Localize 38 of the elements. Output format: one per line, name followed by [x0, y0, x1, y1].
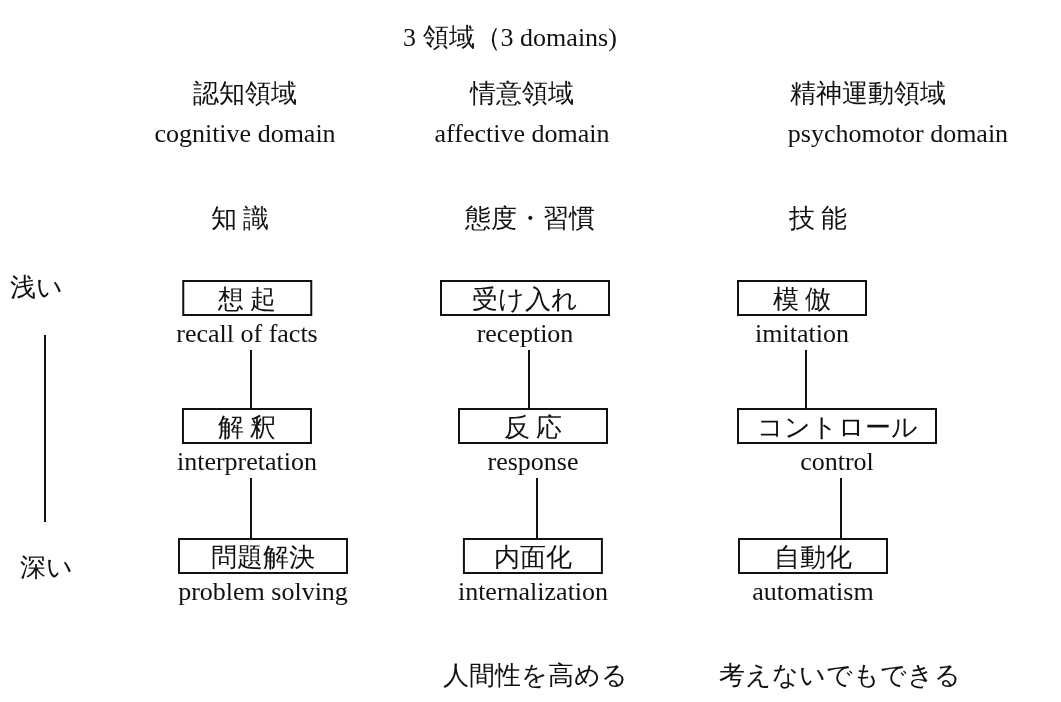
domain-heading: cognitive domain	[154, 118, 336, 150]
note-text: 人間性を高める	[442, 660, 628, 692]
connector-line	[250, 349, 252, 409]
term-box: 想 起	[182, 280, 312, 316]
connector-line	[528, 349, 530, 409]
category-label: 技 能	[788, 203, 848, 235]
term-box: 受け入れ	[440, 280, 610, 316]
term-label: automatism	[752, 576, 874, 608]
term-box: 模 倣	[737, 280, 867, 316]
term-box: 問題解決	[178, 538, 348, 574]
term-box: 自動化	[738, 538, 888, 574]
scale-label: 深い	[19, 552, 73, 584]
term-box: コントロール	[737, 408, 937, 444]
note-text: 考えないでもできる	[719, 660, 961, 692]
domain-heading: 精神運動領域	[790, 78, 946, 110]
term-label: response	[487, 446, 579, 478]
term-label: reception	[476, 318, 574, 350]
term-label: internalization	[457, 576, 609, 608]
category-label: 知 識	[210, 203, 270, 235]
scale-label: 浅い	[9, 272, 63, 304]
domain-heading: 認知領域	[193, 78, 297, 110]
term-box: 解 釈	[182, 408, 312, 444]
connector-line	[536, 477, 538, 539]
term-label: interpretation	[176, 446, 318, 478]
term-label: control	[800, 446, 874, 478]
connector-line	[805, 349, 807, 409]
domain-heading: psychomotor domain	[787, 118, 1009, 150]
domain-heading: affective domain	[434, 118, 610, 150]
domain-heading: 情意領域	[470, 78, 574, 110]
term-box: 内面化	[463, 538, 603, 574]
connector-line	[840, 477, 842, 539]
term-label: problem solving	[178, 576, 348, 608]
term-box: 反 応	[458, 408, 608, 444]
diagram-title: 3 領域（3 domains)	[403, 22, 617, 54]
term-label: recall of facts	[176, 318, 318, 350]
term-label: imitation	[755, 318, 849, 350]
connector-line	[250, 477, 252, 539]
category-label: 態度・習慣	[465, 203, 595, 235]
